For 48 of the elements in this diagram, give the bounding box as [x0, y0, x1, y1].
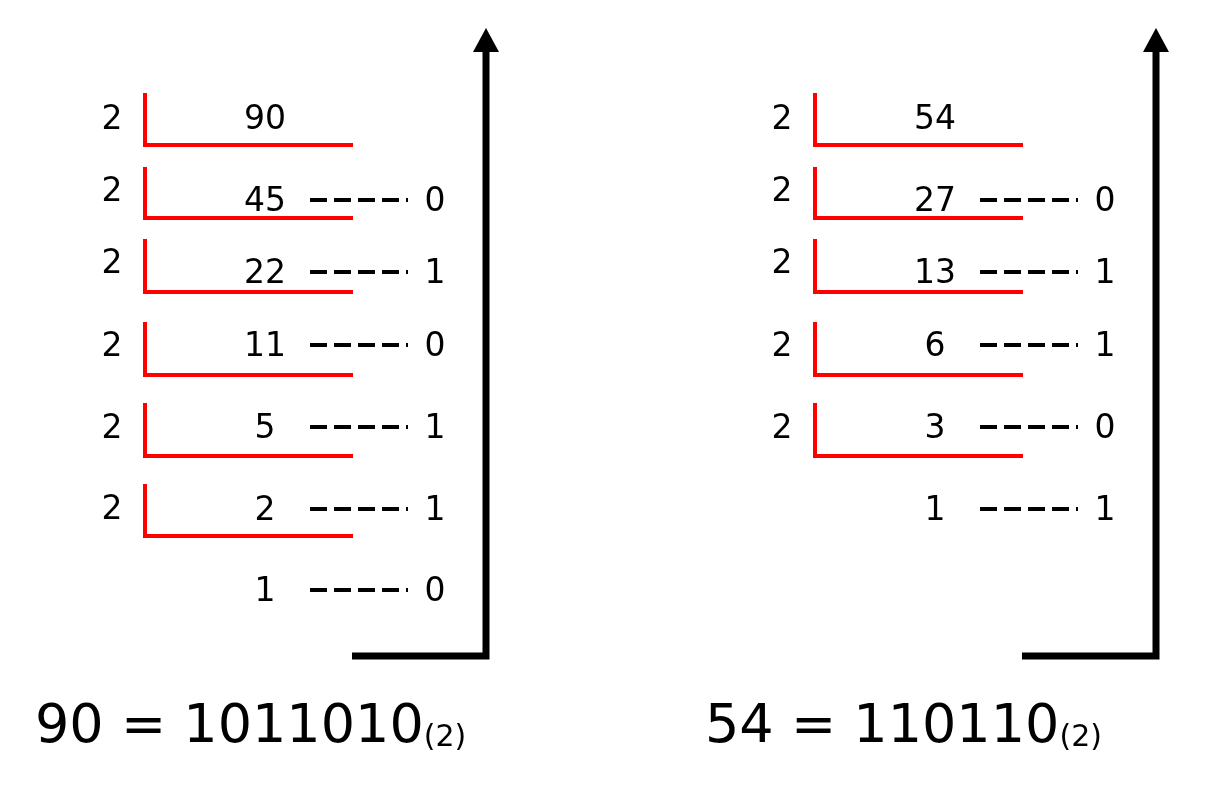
quotient: 3	[924, 407, 946, 447]
divisor: 2	[771, 98, 793, 138]
divisor: 2	[101, 407, 123, 447]
quotient: 13	[914, 252, 956, 292]
remainder: 1	[424, 489, 446, 529]
dashed-connector	[310, 588, 408, 592]
dividend: 54	[914, 98, 956, 138]
dashed-connector	[980, 425, 1078, 429]
divisor: 2	[101, 242, 123, 282]
remainder: 1	[1094, 325, 1116, 365]
dashed-connector	[310, 270, 408, 274]
divisor: 2	[771, 407, 793, 447]
dividend: 90	[244, 98, 286, 138]
remainder: 0	[1094, 407, 1116, 447]
remainder: 0	[424, 570, 446, 610]
remainder: 0	[424, 325, 446, 365]
divisor: 2	[771, 242, 793, 282]
quotient: 22	[244, 252, 286, 292]
divisor: 2	[101, 488, 123, 528]
divisor: 2	[101, 325, 123, 365]
quotient: 6	[924, 325, 946, 365]
divisor: 2	[771, 325, 793, 365]
dashed-connector	[310, 343, 408, 347]
quotient: 45	[244, 180, 286, 220]
conversion-result: 90 = 1011010$_{(2)}$	[35, 692, 467, 757]
conversion-result: 54 = 110110$_{(2)}$	[705, 692, 1102, 757]
remainder: 0	[424, 180, 446, 220]
dashed-connector	[980, 507, 1078, 511]
divisor: 2	[771, 170, 793, 210]
dashed-connector	[980, 198, 1078, 202]
remainder: 1	[424, 407, 446, 447]
quotient: 5	[254, 407, 276, 447]
dashed-connector	[980, 270, 1078, 274]
remainder: 1	[1094, 489, 1116, 529]
divisor: 2	[101, 98, 123, 138]
quotient: 2	[254, 489, 276, 529]
remainder: 1	[1094, 252, 1116, 292]
quotient: 1	[924, 489, 946, 529]
quotient: 11	[244, 325, 286, 365]
quotient: 1	[254, 570, 276, 610]
dashed-connector	[310, 425, 408, 429]
dashed-connector	[310, 198, 408, 202]
quotient: 27	[914, 180, 956, 220]
divisor: 2	[101, 170, 123, 210]
dashed-connector	[980, 343, 1078, 347]
remainder: 1	[424, 252, 446, 292]
remainder: 0	[1094, 180, 1116, 220]
dashed-connector	[310, 507, 408, 511]
